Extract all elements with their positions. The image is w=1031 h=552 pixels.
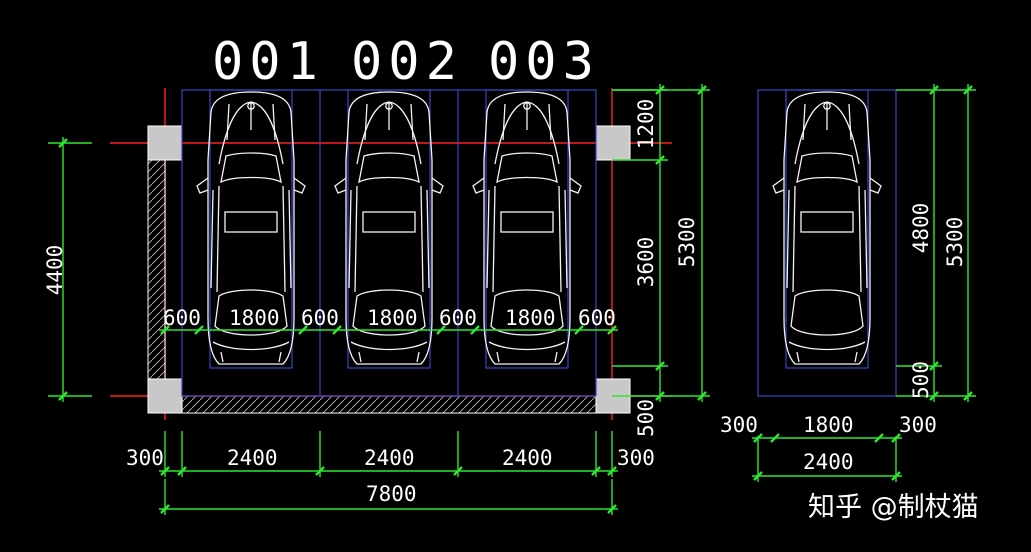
dim-row-cars-tick-1 [194, 325, 204, 335]
single-dim-right-margin: 300 [899, 413, 937, 437]
dim-gap-4: 600 [578, 306, 616, 330]
dim-car-width-3: 1800 [505, 306, 556, 330]
dim-gap-3: 600 [439, 306, 477, 330]
dim-car-width-1: 1800 [229, 306, 280, 330]
dim-gap-1: 600 [163, 306, 201, 330]
dim-row-spaces-tick-1 [177, 466, 187, 476]
column-top-left [147, 125, 183, 161]
dim-row-cars-tick-3 [332, 325, 342, 335]
dim-car-width-2: 1800 [367, 306, 418, 330]
car-single [772, 89, 882, 369]
dim-row-spaces-tick-5 [607, 466, 617, 476]
car-width-labels: 600 1800 600 1800 600 1800 600 [163, 306, 616, 330]
dim-space-width-1: 2400 [227, 446, 278, 470]
single-dim-car-length: 4800 [909, 203, 933, 254]
single-dim-row-space-tick-1 [891, 471, 901, 481]
dim-rear-clearance: 500 [634, 399, 658, 437]
single-dim-space-length: 5300 [943, 217, 967, 268]
dim-total-width: 7800 [366, 482, 417, 506]
space-numbers: 001 002 003 [212, 32, 600, 92]
rear-wall-hatch [179, 395, 597, 414]
single-dim-rear-clearance: 500 [909, 361, 933, 399]
dim-row-spaces-tick-0 [160, 466, 170, 476]
dim-row-cars-tick-6 [574, 325, 584, 335]
space-number-003: 003 [488, 32, 600, 92]
dim-row-spaces-tick-2 [315, 466, 325, 476]
column-bottom-left [147, 378, 183, 414]
dimension-layer [48, 84, 976, 515]
dim-left-margin: 300 [126, 446, 164, 470]
single-dim-row-car-tick-1 [770, 433, 780, 443]
dim-row-cars-tick-0 [160, 325, 170, 335]
single-dim-car-width: 1800 [803, 413, 854, 437]
dim-row-cars-tick-2 [298, 325, 308, 335]
dim-row-cars-tick-7 [607, 325, 617, 335]
single-dim-space-width: 2400 [803, 450, 854, 474]
dim-space-width-3: 2400 [502, 446, 553, 470]
dim-space-width-2: 2400 [364, 446, 415, 470]
single-space-labels: 300 1800 300 2400 4800 500 5300 [720, 203, 967, 474]
red-axis-lines [110, 88, 672, 420]
space-number-002: 002 [351, 32, 463, 92]
space-number-001: 001 [212, 32, 324, 92]
single-dim-row-space-tick-0 [753, 471, 763, 481]
dim-row-total-tick-1 [607, 504, 617, 514]
dim-row-cars-tick-5 [470, 325, 480, 335]
side-wall-hatch [147, 159, 166, 381]
column-top-right [595, 125, 631, 161]
dim-right-margin: 300 [617, 446, 655, 470]
watermark: 知乎 @制杖猫 [808, 492, 979, 523]
dim-car-length: 3600 [634, 237, 658, 288]
dim-space-length: 5300 [675, 217, 699, 268]
bottom-dim-labels: 300 2400 2400 2400 300 7800 [126, 446, 655, 506]
dim-row-cars-tick-4 [436, 325, 446, 335]
single-dim-left-margin: 300 [720, 413, 758, 437]
dim-front-clearance: 1200 [634, 99, 658, 150]
dim-gap-2: 600 [301, 306, 339, 330]
dim-row-spaces-tick-3 [453, 466, 463, 476]
dim-row-spaces-tick-4 [591, 466, 601, 476]
single-dim-row-car-tick-2 [874, 433, 884, 443]
dim-row-total-tick-0 [160, 504, 170, 514]
vertical-dim-labels: 4400 1200 3600 500 5300 [43, 99, 699, 437]
dim-overall-height: 4400 [43, 245, 67, 296]
